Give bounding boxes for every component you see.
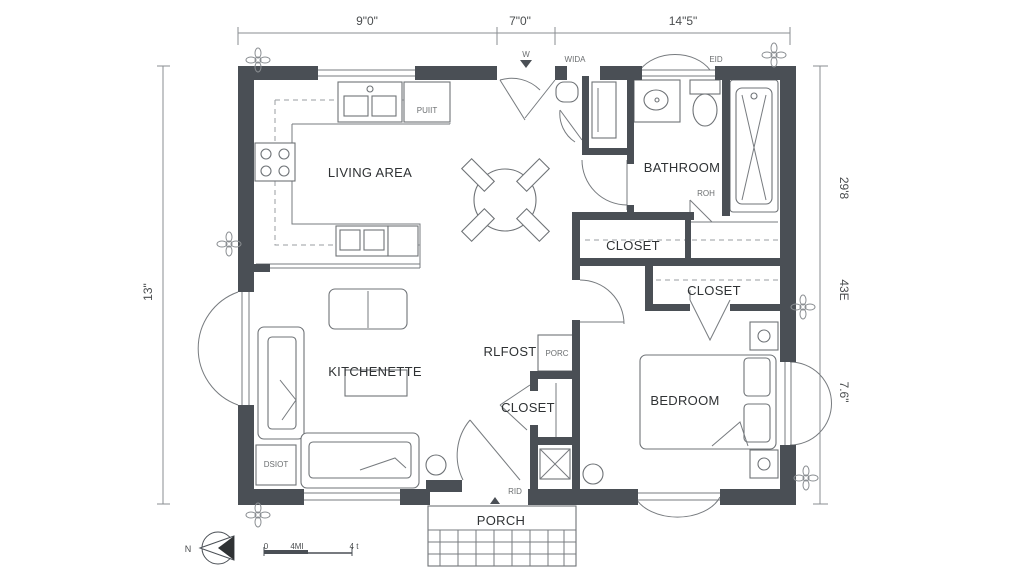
north-label: N (185, 544, 192, 554)
dim-top-left: 9"0" (356, 14, 378, 28)
label-rid: RID (508, 487, 522, 496)
room-label-porch: PORCH (477, 513, 525, 528)
small-shower (539, 448, 571, 480)
kitchen-sink-top (337, 81, 451, 123)
plant-icon-left (216, 231, 242, 257)
dim-left: 13" (141, 283, 155, 301)
dim-right-top: 29'8 (837, 177, 851, 200)
room-label-rlfost: RLFOST (483, 344, 536, 359)
label-roh: ROH (697, 189, 715, 198)
bedroom-furniture (582, 321, 779, 485)
stove (254, 142, 296, 182)
dim-top-middle: 7"0" (509, 14, 531, 28)
scale-mid: 4MI (290, 542, 303, 551)
room-label-bathroom: BATHROOM (644, 160, 721, 175)
room-label-closet-right: CLOSET (687, 283, 741, 298)
window-bays (197, 54, 832, 518)
scale-start: 0 (264, 542, 269, 551)
room-label-living-area: LIVING AREA (328, 165, 412, 180)
living-furniture (255, 288, 447, 489)
plant-icon-top-left (245, 47, 271, 73)
dim-top-right: 14"5" (669, 14, 698, 28)
plant-icon-right (790, 294, 816, 320)
scale-end: 4 t (350, 542, 360, 551)
room-label-bedroom: BEDROOM (650, 393, 719, 408)
dimension-lines (157, 27, 828, 505)
dining-table (460, 157, 551, 243)
plant-icon-bottom-right (793, 465, 819, 491)
room-label-closet-top: CLOSET (606, 238, 660, 253)
entry-arrow-icon (520, 60, 532, 68)
dim-right-bottom: 7.6" (837, 382, 851, 403)
label-eid: EID (709, 55, 723, 64)
scale-bar (263, 547, 353, 556)
room-label-closet-small: CLOSET (501, 400, 555, 415)
doors (456, 77, 731, 481)
dim-right-middle: 43E (837, 279, 851, 300)
windows (241, 69, 792, 501)
label-dsiot: DSIOT (264, 460, 289, 469)
plant-icon-bottom-left (245, 502, 271, 528)
label-w: W (522, 50, 530, 59)
label-wida: WIDA (565, 55, 587, 64)
label-puit: PUIIT (417, 106, 438, 115)
plant-icon-top-right (761, 42, 787, 68)
north-arrow (198, 531, 235, 565)
room-label-kitchenette: KITCHENETTE (328, 364, 422, 379)
bathroom-fixtures (555, 79, 779, 213)
kitchen-sink-bottom (335, 225, 419, 257)
porch-steps (427, 497, 577, 567)
label-porc: PORC (545, 349, 568, 358)
walls (238, 66, 796, 505)
